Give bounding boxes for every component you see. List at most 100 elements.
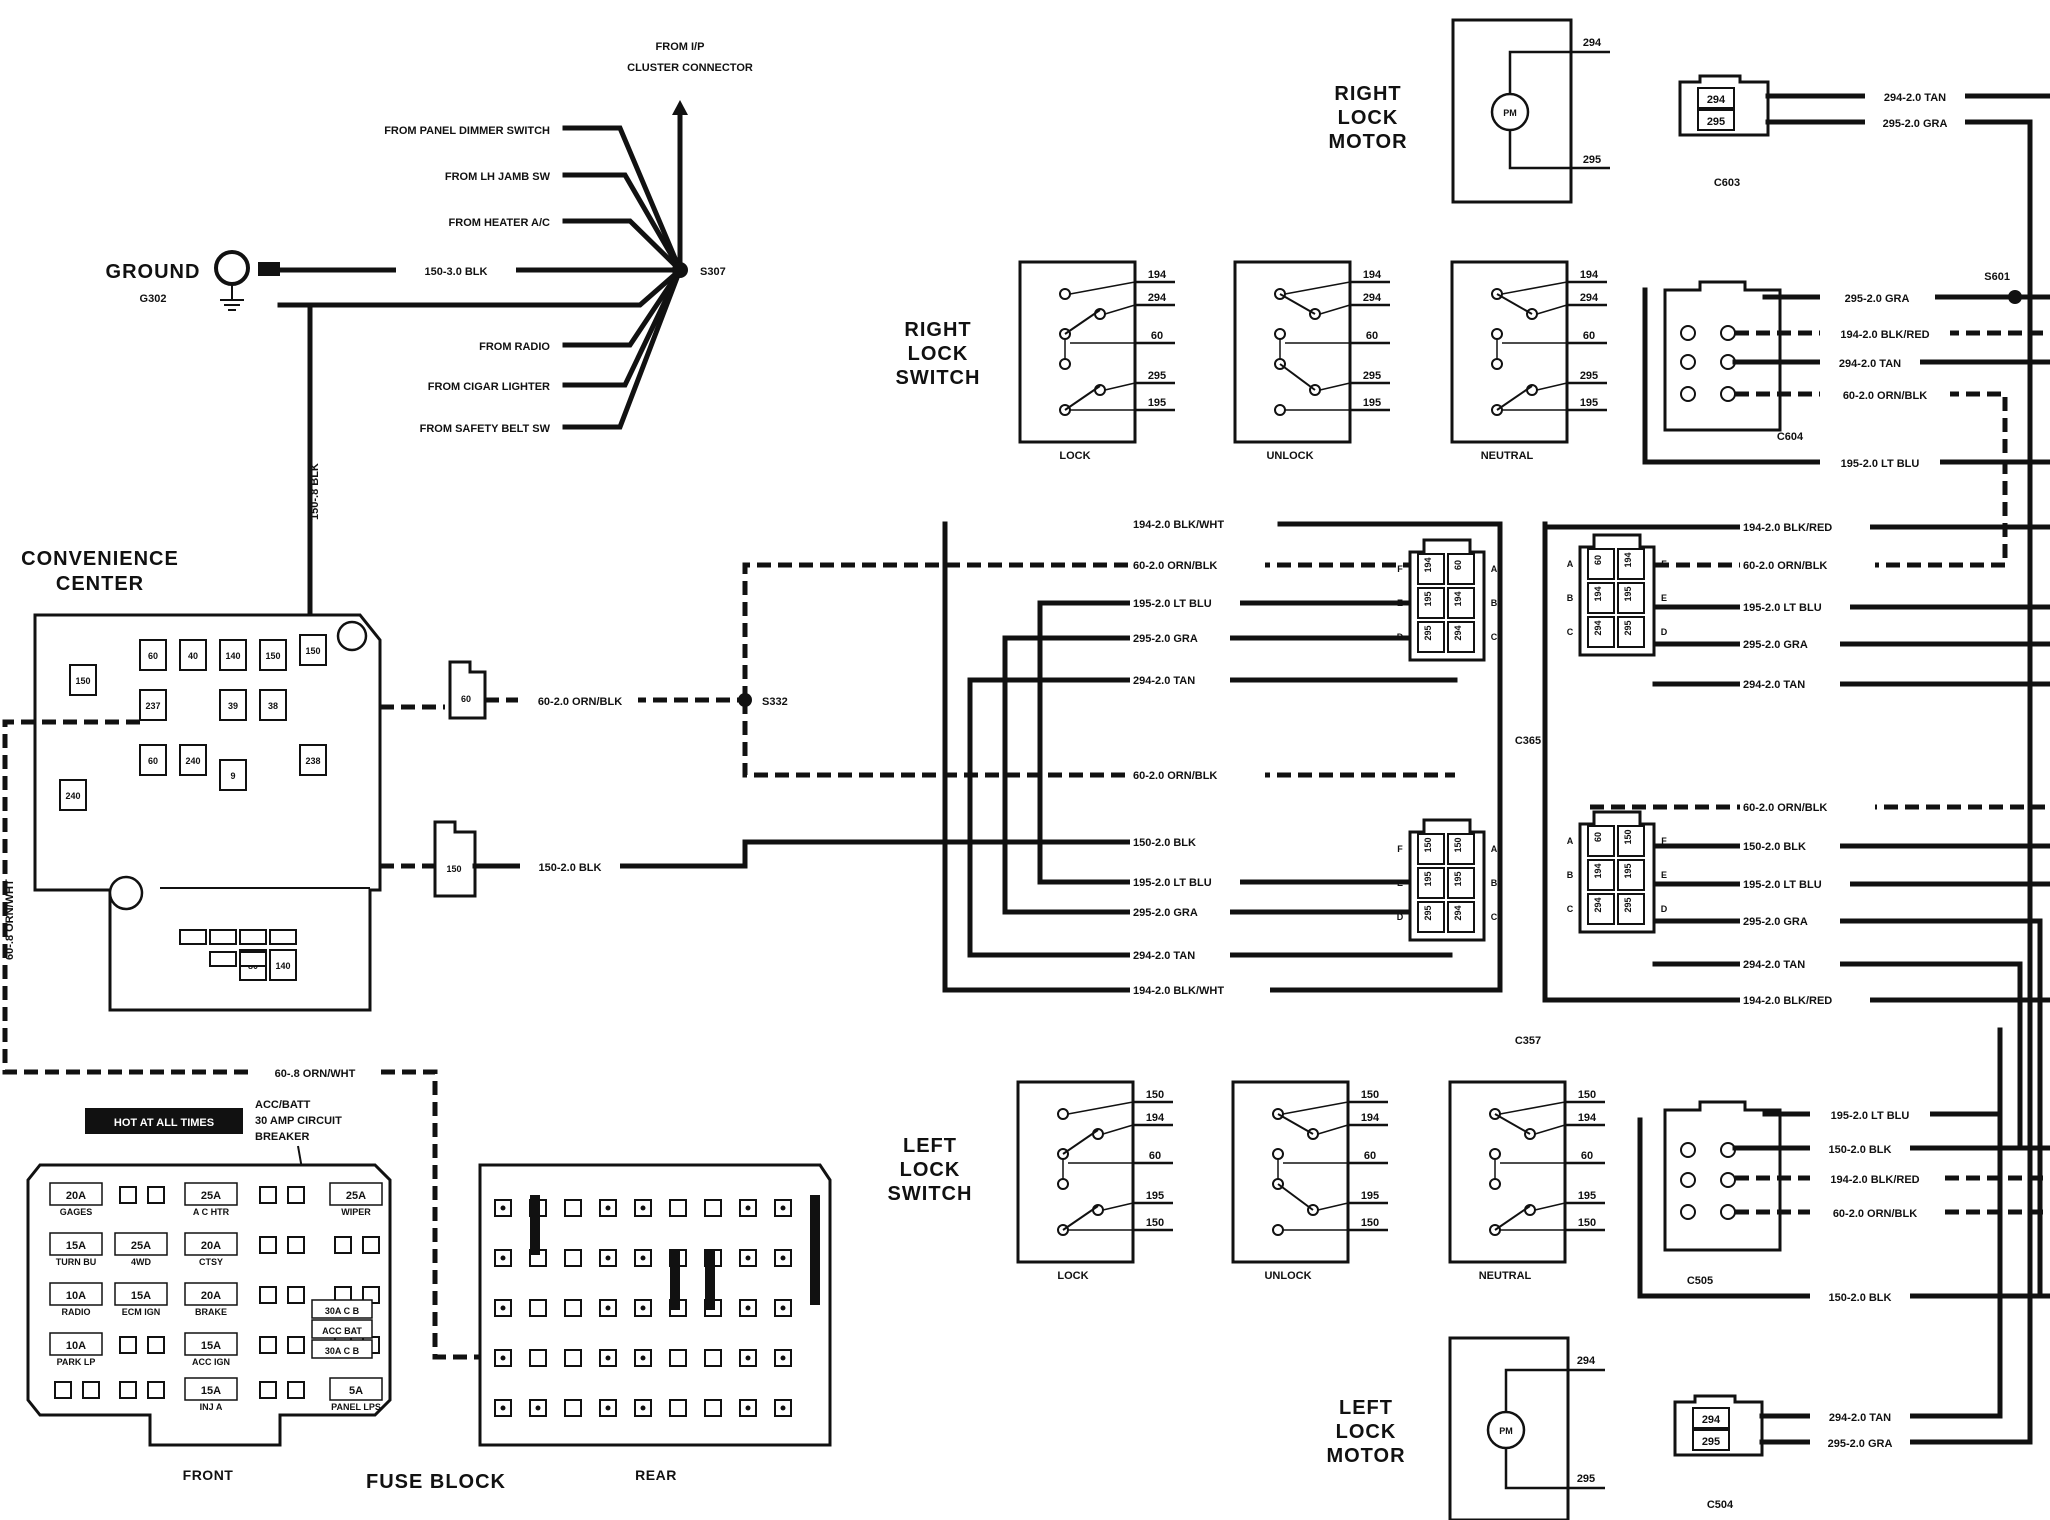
right-lock-switch-group: RIGHT LOCK SWITCH 19429460295195LOCK1942… — [896, 260, 1607, 462]
right-switch-unlock-position: UNLOCK — [1266, 450, 1313, 462]
source-belt: FROM SAFETY BELT SW — [420, 423, 551, 435]
left-switch-neutral-pin: 150 — [1578, 1089, 1596, 1101]
fuse-rating: 25A — [131, 1240, 151, 1252]
source-lh-jamb: FROM LH JAMB SW — [445, 171, 551, 183]
left-switch-unlock-pin: 150 — [1361, 1217, 1379, 1229]
ground-id: G302 — [140, 293, 167, 305]
wire-150-blk-left: 150-2.0 BLK — [539, 862, 602, 874]
conv-center-cell — [139, 744, 167, 776]
fuse-rating: 15A — [201, 1385, 221, 1397]
wire-label: 295-2.0 GRA — [1743, 916, 1808, 928]
right-switch-neutral-pin: 60 — [1583, 330, 1595, 342]
source-radio: FROM RADIO — [479, 341, 550, 353]
ip-cluster-label-2: CLUSTER CONNECTOR — [627, 62, 753, 74]
fuse-rating: 10A — [66, 1340, 86, 1352]
fuse-name: A C HTR — [193, 1207, 230, 1217]
source-dimmer: FROM PANEL DIMMER SWITCH — [384, 125, 550, 137]
convenience-center-body — [33, 613, 382, 1012]
c357-left-cell: 195 — [1423, 871, 1433, 886]
connector-c504: 294 295 C504 294-2.0 TAN 295-2.0 GRA — [1673, 1027, 2033, 1511]
right-lock-switch-title-1: RIGHT — [904, 319, 971, 341]
wire-label: 295-2.0 GRA — [1133, 633, 1198, 645]
wire-label: 295-2.0 GRA — [1133, 907, 1198, 919]
wire-label: 294-2.0 TAN — [1133, 950, 1195, 962]
svg-text:194-2.0 BLK/RED: 194-2.0 BLK/RED — [1840, 329, 1929, 341]
fuse-rating: 10A — [66, 1290, 86, 1302]
wire-60-orn-blk-s332: 60-2.0 ORN/BLK — [538, 696, 622, 708]
c365-left-cavity: D — [1397, 632, 1404, 642]
svg-text:294: 294 — [1702, 1414, 1721, 1426]
conv-center-cell — [139, 689, 167, 721]
wire-label: 60-2.0 ORN/BLK — [1743, 802, 1827, 814]
c365-right-cavity: D — [1661, 627, 1668, 637]
left-switch-lock-pin: 150 — [1146, 1089, 1164, 1101]
conv-center-cell-label: 237 — [145, 701, 160, 711]
fuse-name: RADIO — [62, 1307, 91, 1317]
svg-text:194-2.0 BLK/RED: 194-2.0 BLK/RED — [1830, 1174, 1919, 1186]
connector-150-icon — [433, 820, 477, 898]
splice-s332-area: 60-2.0 ORN/BLK 60 60-2.0 ORN/BLK S332 15… — [433, 562, 1133, 898]
svg-text:295-2.0 GRA: 295-2.0 GRA — [1828, 1438, 1893, 1450]
c365-right-cell: 194 — [1623, 552, 1633, 567]
c365-left-cavity: B — [1491, 598, 1498, 608]
left-switch-neutral-pin: 60 — [1581, 1150, 1593, 1162]
c357-right-cell: 295 — [1623, 897, 1633, 912]
right-switch-lock-pin: 294 — [1148, 292, 1167, 304]
c357-left-cavity: C — [1491, 912, 1498, 922]
right-switch-lock-pin: 60 — [1151, 330, 1163, 342]
c365-right-cavity: C — [1567, 627, 1574, 637]
left-lock-switch-title-3: SWITCH — [888, 1183, 973, 1205]
fuse-name: GAGES — [60, 1207, 93, 1217]
left-lock-switch-title-2: LOCK — [900, 1159, 961, 1181]
fuse-name: PANEL LPS — [331, 1402, 381, 1412]
circuit-breaker-label: 30A C B — [325, 1306, 360, 1316]
left-switch-unlock-pin: 194 — [1361, 1112, 1380, 1124]
fuse-name: CTSY — [199, 1257, 223, 1267]
right-switch-unlock-pin: 294 — [1363, 292, 1382, 304]
fuse-block: HOT AT ALL TIMES ACC/BATT 30 AMP CIRCUIT… — [26, 1099, 832, 1493]
left-lock-motor: LEFT LOCK MOTOR PM 294 295 — [1326, 1336, 1605, 1520]
wire-label: 60-2.0 ORN/BLK — [1133, 560, 1217, 572]
c357-left-cavity: F — [1397, 844, 1403, 854]
svg-text:294: 294 — [1577, 1355, 1596, 1367]
conv-center-cell — [299, 744, 327, 776]
splice-s332-label: S332 — [762, 696, 788, 708]
wire-label: 195-2.0 LT BLU — [1133, 598, 1212, 610]
c357-right-cavity: E — [1661, 870, 1667, 880]
wire-label: 194-2.0 BLK/RED — [1743, 522, 1832, 534]
right-switch-unlock-pin: 60 — [1366, 330, 1378, 342]
right-motor-title-2: LOCK — [1338, 107, 1399, 129]
fuse-name: INJ A — [200, 1402, 223, 1412]
ground-terminal-icon — [214, 250, 250, 286]
right-switch-lock-position: LOCK — [1059, 450, 1090, 462]
conv-center-cell — [259, 639, 287, 671]
ground-label: GROUND — [106, 261, 201, 283]
conv-center-cell — [219, 639, 247, 671]
conv-center-cell — [269, 949, 297, 981]
right-lock-switch-title-3: SWITCH — [896, 367, 981, 389]
svg-text:295: 295 — [1702, 1436, 1720, 1448]
c365-left-cell: 194 — [1423, 557, 1433, 572]
c357-left-cavity: B — [1491, 878, 1498, 888]
conv-center-cell-label: 140 — [275, 961, 290, 971]
wire-label: 150-2.0 BLK — [1743, 841, 1806, 853]
svg-text:295-2.0 GRA: 295-2.0 GRA — [1845, 293, 1910, 305]
left-switch-unlock-pin: 195 — [1361, 1190, 1379, 1202]
left-switch-neutral-pin: 194 — [1578, 1112, 1597, 1124]
c365-left-cell: 195 — [1423, 591, 1433, 606]
c365-left-cavity: F — [1397, 564, 1403, 574]
right-motor-title-3: MOTOR — [1328, 131, 1407, 153]
right-switch-lock-pin: 194 — [1148, 269, 1167, 281]
fuse-rating: 5A — [349, 1385, 363, 1397]
conv-center-cell-label: 60 — [148, 756, 158, 766]
front-label: FRONT — [183, 1467, 234, 1483]
conv-center-cell-label: 150 — [305, 646, 320, 656]
conv-center-cell-label: 39 — [228, 701, 238, 711]
right-switch-neutral-pin: 195 — [1580, 397, 1598, 409]
right-switch-lock-pin: 195 — [1148, 397, 1166, 409]
wire-60-8-orn-wht: 60-.8 ORN/WHT — [275, 1068, 356, 1080]
left-motor-title-2: LOCK — [1336, 1421, 1397, 1443]
